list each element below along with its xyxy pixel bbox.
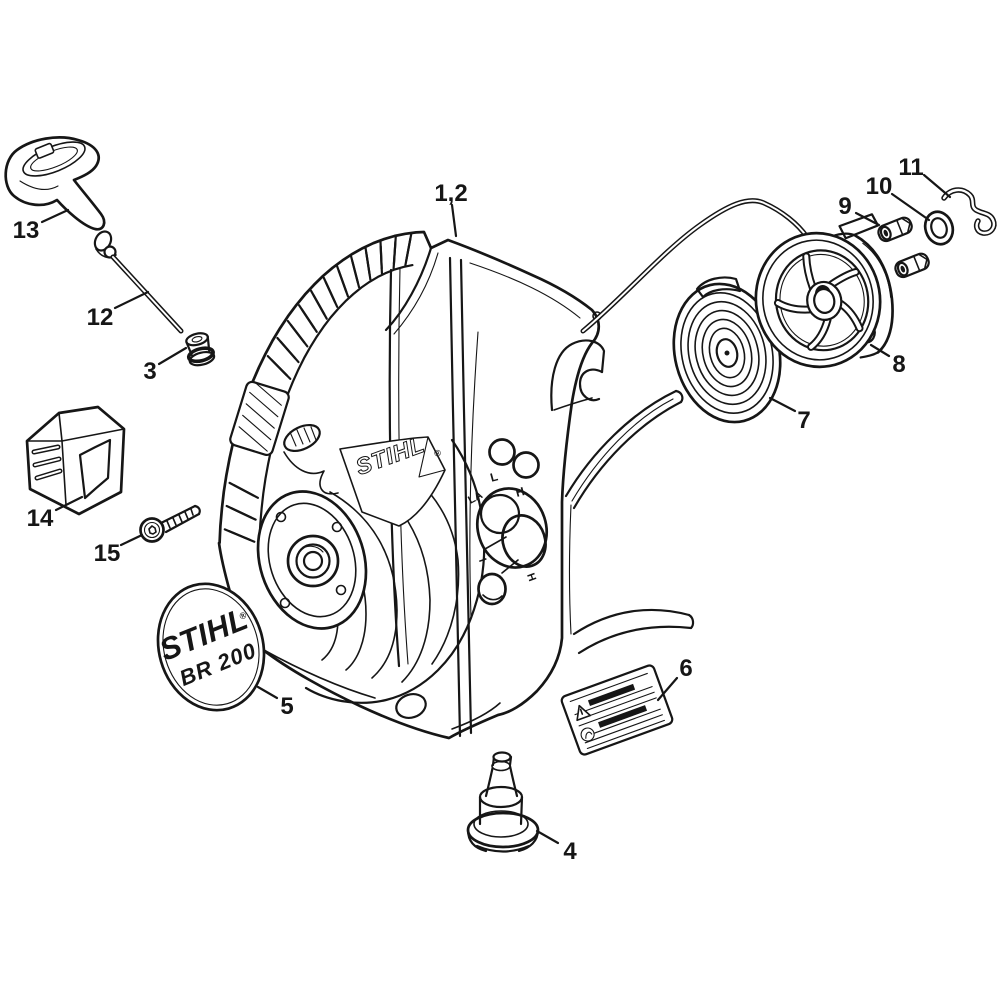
part-number-13: 13 [13, 217, 40, 244]
cover-edge [384, 246, 433, 332]
vent-slot-core [379, 245, 383, 270]
rope-knot [93, 230, 113, 252]
screw-head [139, 517, 165, 543]
buffer-plug [466, 751, 540, 853]
part-number-12: 12 [87, 304, 114, 331]
lower-fin [572, 608, 691, 636]
vent-slot-core [228, 530, 251, 541]
vent-slot-core [289, 323, 306, 344]
screw [139, 504, 201, 543]
starter-pawl-a [877, 216, 913, 243]
rope-rotor [754, 213, 894, 369]
rope-to-rotor [580, 198, 810, 334]
part-number-1-2: 1,2 [434, 180, 467, 207]
vent-slot-core [337, 269, 348, 293]
leader-line-7 [768, 396, 797, 413]
vent-slot-core [405, 237, 412, 262]
clamp-boss [283, 423, 321, 453]
washer [923, 210, 955, 246]
large-vent [229, 380, 290, 457]
vent-slot-core [392, 240, 397, 265]
starter-rope [93, 230, 184, 334]
deflector [25, 405, 126, 516]
torx-socket [148, 525, 157, 535]
bolt-hole [279, 597, 291, 609]
part-number-6: 6 [679, 655, 692, 682]
deflector-opening [78, 438, 112, 500]
leader-line-14 [54, 495, 84, 512]
information-label [560, 664, 674, 756]
vent-slot-core [279, 340, 297, 360]
part-number-9: 9 [838, 193, 851, 220]
drain-hole [395, 693, 427, 719]
part-number-11: 11 [898, 154, 923, 181]
registered-mark: ® [433, 447, 443, 459]
part-number-4: 4 [563, 838, 577, 865]
leader-line-1-2 [450, 203, 458, 238]
starter-pawl-b [894, 252, 930, 279]
label-text-lines [569, 672, 665, 750]
part-number-8: 8 [892, 351, 905, 378]
rewind-spring [672, 276, 782, 424]
screw-threads [166, 508, 194, 529]
throttle-ticks [484, 536, 519, 574]
crankshaft-bore [302, 550, 324, 572]
leader-line-11 [922, 173, 952, 199]
part-number-15: 15 [94, 540, 121, 567]
vent-slot-core [365, 251, 371, 276]
vent-slot-core [230, 507, 253, 519]
vent-slot-core [300, 308, 316, 329]
leader-line-15 [119, 533, 144, 547]
grille-inner-edge [258, 264, 414, 541]
leader-line-10 [890, 192, 931, 222]
bolt-hole [331, 521, 343, 533]
vent-slot-core [232, 484, 255, 497]
leader-line-13 [40, 208, 70, 224]
bolt-hole [275, 511, 287, 523]
leader-line-4 [535, 829, 560, 845]
vent-slot-core [312, 294, 326, 316]
model-badge: STIHL ® BR 200 [154, 582, 266, 712]
adjuster-hole-H [512, 451, 540, 479]
marking-L: L [489, 469, 500, 484]
spring-clip [941, 187, 997, 236]
marking-H2: H [524, 572, 538, 584]
bolt-hole [335, 584, 347, 596]
part-number-5: 5 [280, 693, 293, 720]
leader-line-9 [854, 211, 881, 227]
marking-H: H [514, 484, 526, 500]
part-number-14: 14 [27, 505, 54, 532]
adjuster-hole-L [488, 438, 516, 466]
vent-slot-core [270, 358, 288, 377]
rotor-drum [854, 234, 894, 354]
part-number-3: 3 [143, 358, 156, 385]
leader-line-5 [256, 685, 279, 700]
ear-protection-icon [580, 727, 595, 742]
marking-I: I [476, 557, 488, 564]
part-number-10: 10 [866, 173, 893, 200]
leader-line-6 [656, 676, 679, 702]
leader-line-8 [869, 343, 891, 358]
spring-tab [695, 276, 742, 299]
intake-grille [223, 232, 413, 543]
leader-line-3 [157, 346, 188, 366]
rope-guide-hook [550, 339, 606, 412]
vent-slot-core [324, 281, 337, 304]
vent-slot-core [351, 259, 359, 284]
leader-line-12 [113, 290, 150, 310]
carb-adjustment-panel: L H LA I H [466, 438, 548, 606]
rope-bushing [185, 332, 216, 367]
part-number-7: 7 [797, 407, 810, 434]
spring-clamp [283, 451, 339, 495]
upper-fin [564, 389, 678, 498]
badge-registered: ® [238, 610, 248, 622]
